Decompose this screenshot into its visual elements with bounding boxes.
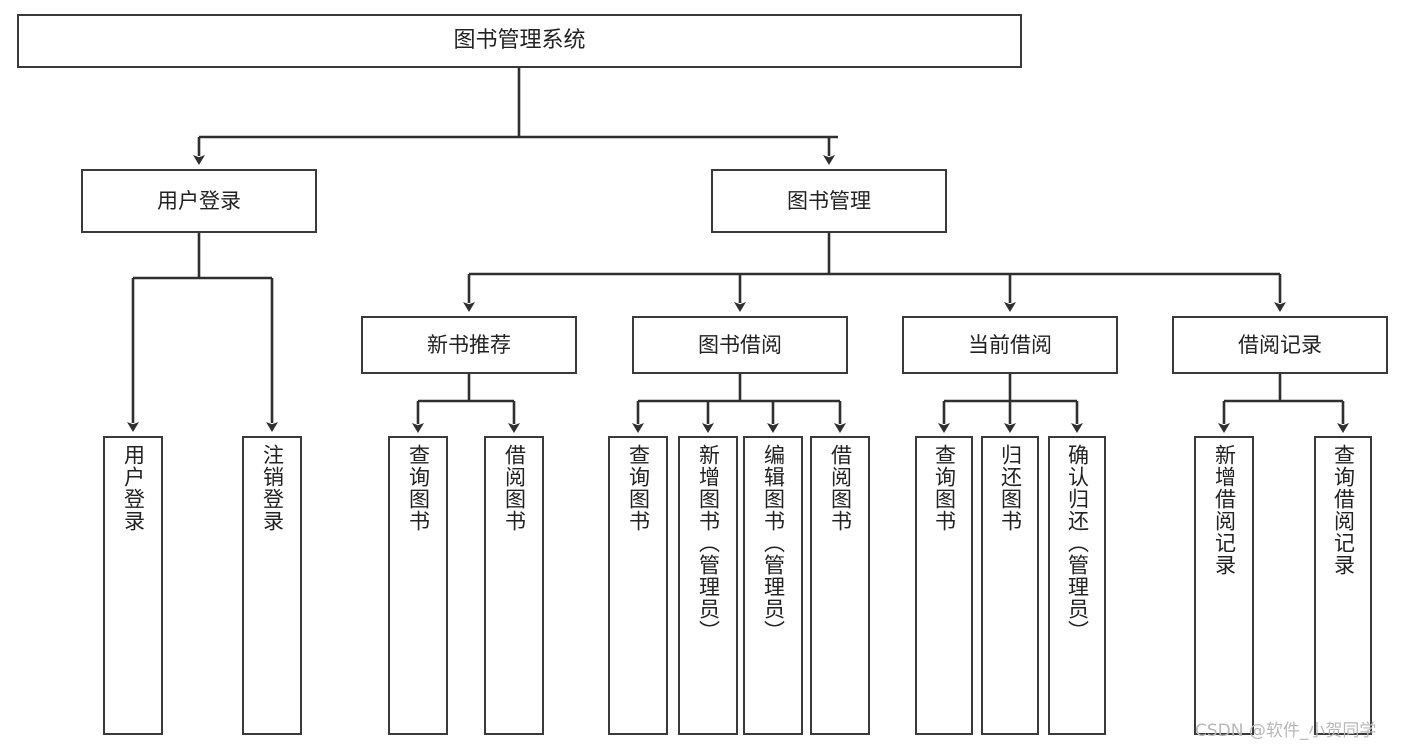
- node-borrow-record[interactable]: 借阅记录: [1172, 316, 1388, 374]
- node-label: 新增借阅记录: [1212, 444, 1237, 576]
- node-label: 查询图书: [626, 444, 651, 532]
- node-leaf-add-book-admin[interactable]: 新增图书（管理员）: [678, 436, 738, 735]
- node-user-login[interactable]: 用户登录: [81, 169, 317, 233]
- node-label: 图书管理系统: [453, 28, 586, 54]
- node-leaf-borrow-book-recommend[interactable]: 借阅图书: [484, 436, 544, 735]
- node-label: 借阅图书: [828, 444, 853, 532]
- node-leaf-logout[interactable]: 注销登录: [242, 436, 302, 735]
- node-leaf-return-book[interactable]: 归还图书: [981, 436, 1039, 735]
- node-label: 借阅图书: [502, 444, 527, 532]
- node-label: 图书借阅: [698, 332, 782, 357]
- node-new-book-recommend[interactable]: 新书推荐: [361, 316, 577, 374]
- node-leaf-query-book-current[interactable]: 查询图书: [915, 436, 973, 735]
- node-label: 注销登录: [260, 444, 285, 532]
- node-label: 用户登录: [121, 444, 146, 532]
- node-leaf-query-book-borrow[interactable]: 查询图书: [608, 436, 668, 735]
- watermark-text: CSDN @软件_小贺同学: [1195, 721, 1377, 741]
- node-leaf-query-book-recommend[interactable]: 查询图书: [388, 436, 448, 735]
- node-book-management[interactable]: 图书管理: [711, 169, 947, 233]
- node-label: 查询借阅记录: [1331, 444, 1356, 576]
- node-leaf-add-borrow-record[interactable]: 新增借阅记录: [1194, 436, 1254, 735]
- node-label: 用户登录: [157, 188, 241, 213]
- node-book-borrow[interactable]: 图书借阅: [632, 316, 848, 374]
- node-leaf-query-borrow-record[interactable]: 查询借阅记录: [1314, 436, 1372, 735]
- node-root-system[interactable]: 图书管理系统: [17, 14, 1022, 68]
- node-label: 编辑图书（管理员）: [761, 444, 786, 642]
- node-label: 查询图书: [406, 444, 431, 532]
- node-label: 新增图书（管理员）: [696, 444, 721, 642]
- node-label: 查询图书: [932, 444, 957, 532]
- node-label: 新书推荐: [427, 332, 511, 357]
- node-label: 借阅记录: [1238, 332, 1322, 357]
- node-leaf-confirm-return-admin[interactable]: 确认归还（管理员）: [1048, 436, 1106, 735]
- node-leaf-borrow-book[interactable]: 借阅图书: [810, 436, 870, 735]
- node-label: 当前借阅: [968, 332, 1052, 357]
- node-current-borrow[interactable]: 当前借阅: [902, 316, 1118, 374]
- node-label: 确认归还（管理员）: [1065, 444, 1090, 642]
- node-leaf-user-login[interactable]: 用户登录: [103, 436, 163, 735]
- node-label: 图书管理: [787, 188, 871, 213]
- node-label: 归还图书: [998, 444, 1023, 532]
- node-leaf-edit-book-admin[interactable]: 编辑图书（管理员）: [743, 436, 803, 735]
